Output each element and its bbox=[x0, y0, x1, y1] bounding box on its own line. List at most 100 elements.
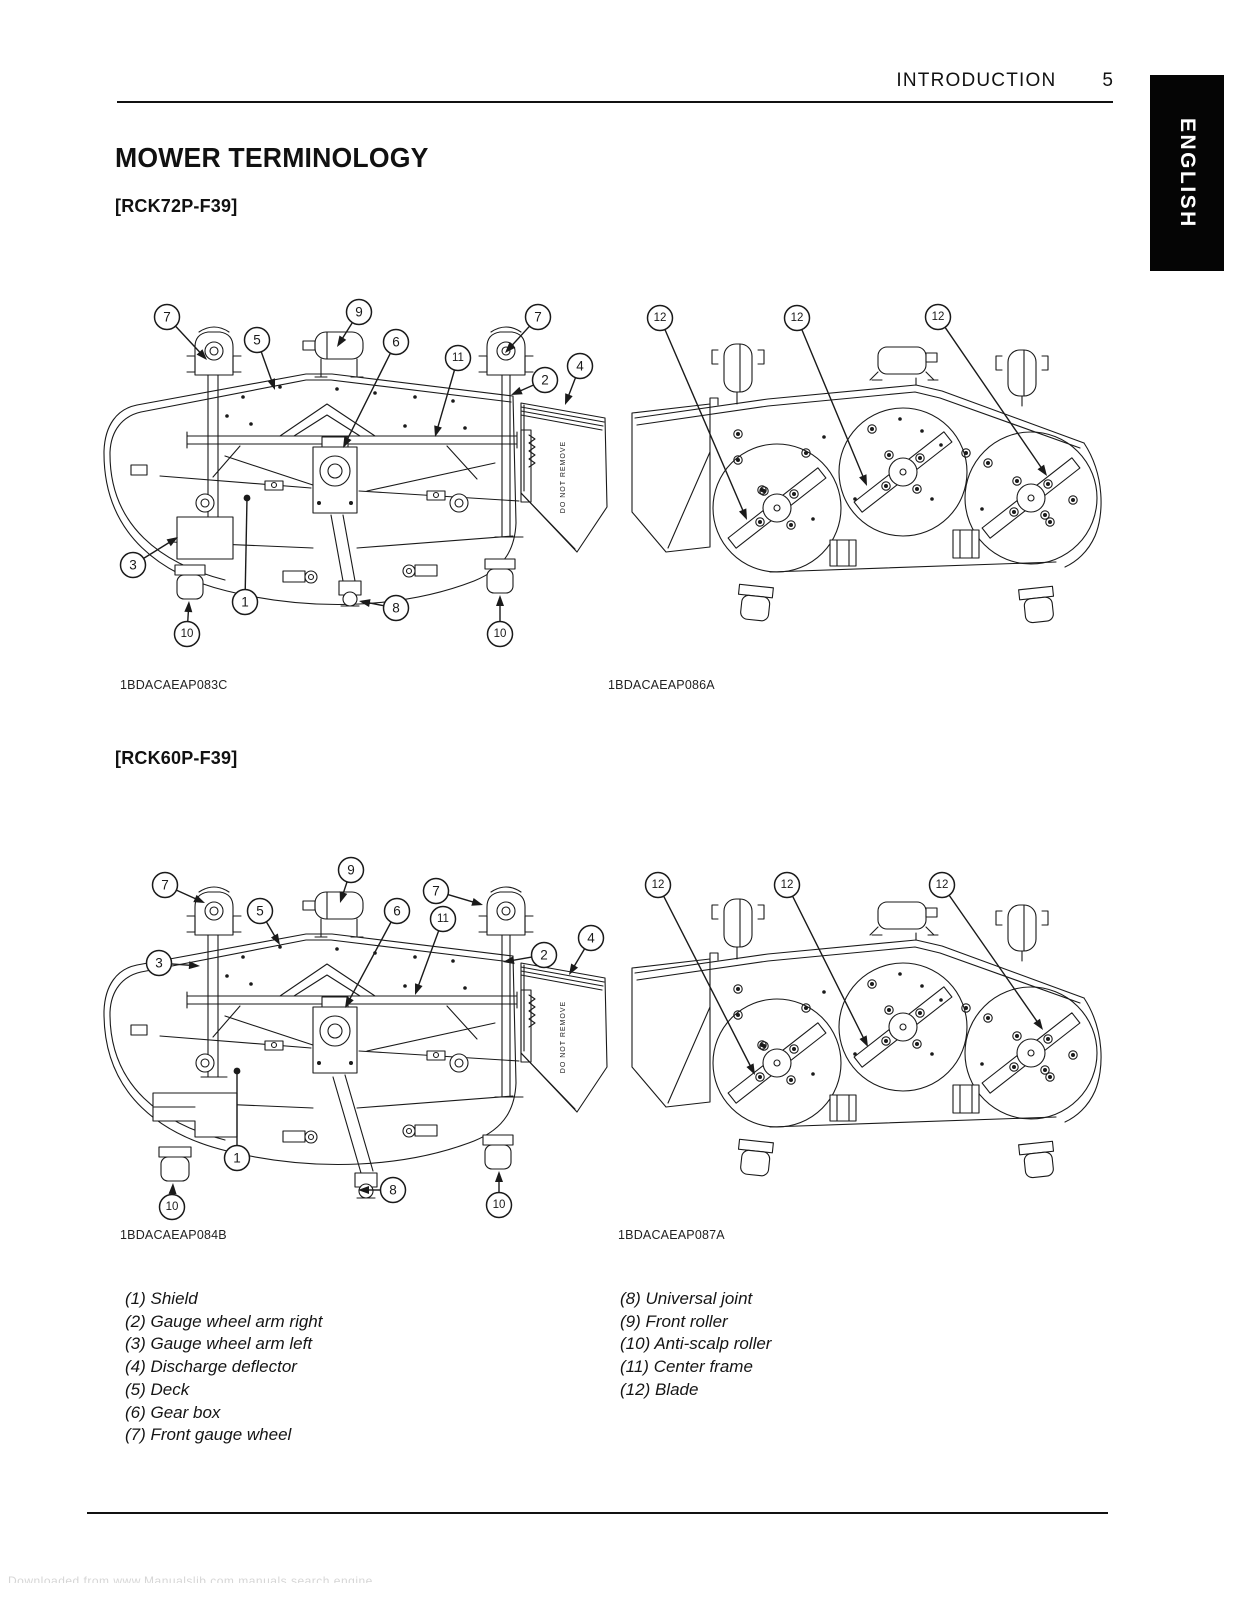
callout-balloon bbox=[444, 344, 472, 372]
callout-balloon bbox=[422, 877, 450, 905]
legend-item: (9) Front roller bbox=[620, 1311, 728, 1331]
language-tab: ENGLISH bbox=[1150, 75, 1224, 271]
shield-box bbox=[176, 516, 234, 560]
leader-arrowhead bbox=[569, 963, 579, 975]
leader-arrowhead bbox=[859, 1035, 868, 1047]
leader-arrowhead bbox=[188, 961, 200, 970]
legend-item: (6) Gear box bbox=[125, 1402, 221, 1422]
callout-balloon bbox=[153, 303, 181, 331]
leader-arrowhead bbox=[343, 436, 352, 448]
figure-caption: 1BDACAEAP086A bbox=[608, 678, 715, 692]
callout-balloon bbox=[379, 1176, 407, 1204]
legend-item: (3) Gauge wheel arm left bbox=[125, 1334, 313, 1354]
drive-shaft bbox=[332, 1074, 374, 1174]
callout-number: 9 bbox=[355, 305, 363, 320]
callout-number: 5 bbox=[253, 333, 261, 348]
callout-balloon bbox=[145, 949, 173, 977]
leader-arrowhead bbox=[270, 933, 280, 945]
callout-number: 12 bbox=[654, 312, 667, 324]
callout-number: 3 bbox=[129, 558, 137, 573]
callout-balloon bbox=[243, 326, 271, 354]
leader-arrowhead bbox=[1037, 464, 1047, 476]
leader-arrowhead bbox=[359, 599, 371, 607]
callout-number: 5 bbox=[256, 904, 264, 919]
leader-arrowhead bbox=[859, 474, 867, 486]
legend-item: (7) Front gauge wheel bbox=[125, 1425, 292, 1445]
language-tab-label: ENGLISH bbox=[1176, 117, 1199, 229]
page-title: MOWER TERMINOLOGY bbox=[115, 142, 429, 173]
callout-number: 11 bbox=[437, 913, 449, 925]
callout-balloon bbox=[524, 303, 552, 331]
callout-balloon bbox=[151, 871, 179, 899]
leader-arrowhead bbox=[415, 983, 423, 995]
legend-item: (4) Discharge deflector bbox=[125, 1357, 297, 1377]
callout-balloon bbox=[566, 352, 594, 380]
legend-left-column: (1) Shield(2) Gauge wheel arm right(3) G… bbox=[125, 1288, 322, 1447]
leader-arrowhead bbox=[495, 1171, 503, 1182]
leader-arrowhead bbox=[1033, 1018, 1043, 1030]
callout-number: 11 bbox=[452, 352, 464, 364]
leader-arrowhead bbox=[358, 1186, 369, 1194]
figure-caption: 1BDACAEAP087A bbox=[618, 1228, 725, 1242]
callout-number: 10 bbox=[494, 628, 507, 640]
callout-number: 7 bbox=[161, 878, 169, 893]
leader-arrowhead bbox=[471, 898, 483, 906]
do-not-remove-label: DO NOT REMOVE bbox=[560, 441, 567, 513]
leader-arrowhead bbox=[345, 996, 354, 1008]
callout-balloon bbox=[646, 304, 674, 332]
legend-item: (5) Deck bbox=[125, 1379, 190, 1399]
callout-number: 4 bbox=[576, 359, 584, 374]
callout-balloon bbox=[531, 366, 559, 394]
callout-number: 7 bbox=[432, 884, 440, 899]
legend-item: (10) Anti-scalp roller bbox=[620, 1334, 772, 1354]
callout-balloon bbox=[345, 298, 373, 326]
callout-number: 2 bbox=[541, 373, 549, 388]
leader-arrowhead bbox=[168, 1183, 177, 1195]
callout-balloon bbox=[928, 871, 956, 899]
figure-caption: 1BDACAEAP084B bbox=[120, 1228, 227, 1242]
callout-balloon bbox=[644, 871, 672, 899]
legend-item: (1) Shield bbox=[125, 1289, 198, 1308]
leader-arrowhead bbox=[267, 378, 276, 390]
callout-balloon bbox=[530, 941, 558, 969]
callout-balloon bbox=[173, 620, 201, 648]
page-number: 5 bbox=[1102, 70, 1113, 91]
callout-balloon bbox=[577, 924, 605, 952]
callout-balloon bbox=[119, 551, 147, 579]
callout-number: 6 bbox=[392, 335, 400, 350]
leader-arrowhead bbox=[511, 386, 523, 395]
callout-number: 3 bbox=[155, 956, 163, 971]
callout-balloon bbox=[246, 897, 274, 925]
anti-scalp-roller-right bbox=[484, 558, 516, 570]
leader-arrowhead bbox=[565, 393, 573, 405]
callout-balloon bbox=[383, 897, 411, 925]
leader-arrowhead bbox=[339, 891, 348, 903]
callout-number: 12 bbox=[932, 311, 945, 323]
leader-arrowhead bbox=[434, 425, 442, 437]
callout-balloon bbox=[223, 1144, 251, 1172]
leader-dot bbox=[243, 494, 251, 502]
anti-scalp-roller-left bbox=[174, 564, 206, 576]
callout-number: 10 bbox=[166, 1201, 179, 1213]
model-heading-rck72p: [RCK72P-F39] bbox=[115, 196, 238, 216]
anti-scalp-roller-right bbox=[482, 1134, 514, 1146]
callout-number: 8 bbox=[389, 1183, 397, 1198]
drive-shaft bbox=[330, 514, 356, 582]
callout-number: 9 bbox=[347, 863, 355, 878]
model-heading-rck60p: [RCK60P-F39] bbox=[115, 748, 238, 768]
legend-item: (11) Center frame bbox=[620, 1357, 753, 1377]
footer-rule bbox=[87, 1512, 1108, 1514]
callout-balloon bbox=[783, 304, 811, 332]
callout-number: 6 bbox=[393, 904, 401, 919]
leader-dot bbox=[233, 1067, 241, 1075]
legend-item: (12) Blade bbox=[620, 1379, 699, 1399]
header-rule bbox=[117, 101, 1113, 103]
